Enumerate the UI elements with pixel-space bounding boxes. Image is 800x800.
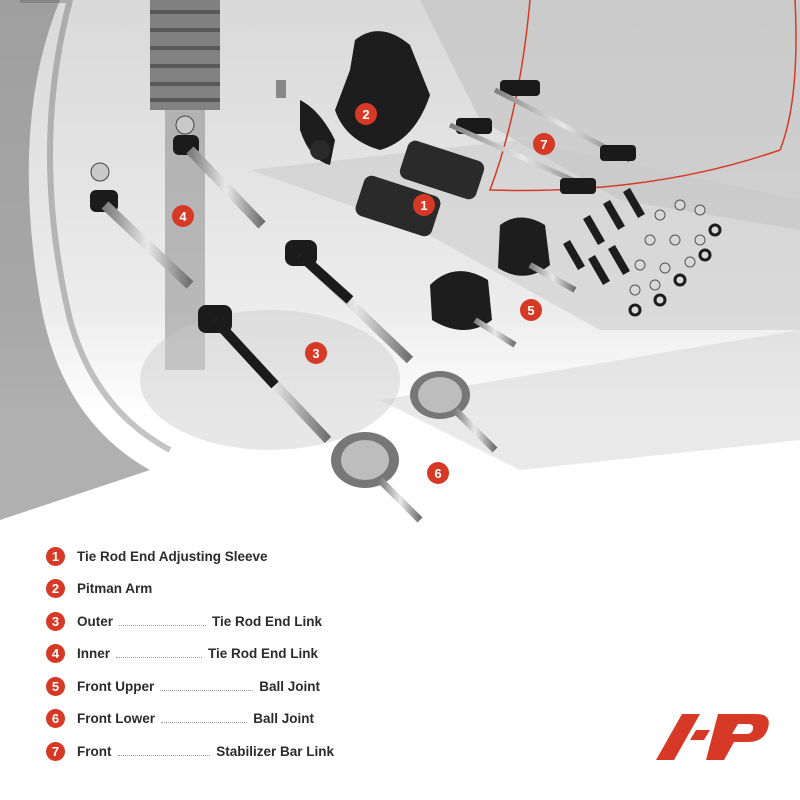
callout-5: 5 — [520, 299, 542, 321]
legend-number: 7 — [46, 741, 65, 761]
legend-label: Pitman Arm — [77, 581, 153, 597]
legend-label: Inner — [77, 646, 111, 662]
legend-item-7: 7 Front Stabilizer Bar Link — [46, 735, 334, 768]
legend-label: Front Upper — [77, 678, 155, 694]
callout-4: 4 — [172, 205, 194, 227]
legend-leader-dots — [161, 714, 248, 724]
legend-leader-dots — [119, 617, 206, 626]
callout-3: 3 — [305, 342, 327, 364]
legend-item-3: 3 Outer Tie Rod End Link — [46, 605, 322, 638]
legend-item-6: 6 Front Lower Ball Joint — [46, 703, 314, 736]
legend-detail: Tie Rod End Link — [207, 646, 318, 662]
legend-number: 3 — [46, 611, 65, 631]
legend-detail: Tie Rod End Link — [211, 613, 322, 629]
legend-number: 2 — [46, 579, 65, 599]
legend-detail: Ball Joint — [253, 711, 314, 727]
legend-number: 6 — [46, 709, 65, 729]
legend-label: Tie Rod End Adjusting Sleeve — [77, 548, 268, 564]
callout-1: 1 — [413, 194, 435, 216]
legend-item-1: 1 Tie Rod End Adjusting Sleeve — [46, 540, 406, 573]
brand-logo — [656, 714, 769, 760]
legend-leader-dots — [117, 747, 211, 756]
legend-number: 5 — [46, 676, 65, 696]
callout-7: 7 — [533, 133, 555, 155]
legend-leader-dots — [116, 649, 202, 659]
legend-label: Front — [77, 743, 112, 759]
parts-legend: 1 Tie Rod End Adjusting Sleeve 2 Pitman … — [46, 540, 406, 768]
legend-item-2: 2 Pitman Arm — [46, 573, 406, 606]
legend-detail: Stabilizer Bar Link — [216, 743, 334, 759]
legend-label: Front Lower — [77, 711, 155, 727]
legend-item-4: 4 Inner Tie Rod End Link — [46, 638, 318, 671]
callout-2: 2 — [355, 103, 377, 125]
legend-leader-dots — [160, 682, 254, 691]
legend-item-5: 5 Front Upper Ball Joint — [46, 670, 320, 703]
callout-6: 6 — [427, 462, 449, 484]
legend-label: Outer — [77, 613, 114, 629]
legend-number: 1 — [46, 546, 65, 566]
legend-detail: Ball Joint — [259, 678, 320, 694]
legend-number: 4 — [46, 644, 65, 664]
